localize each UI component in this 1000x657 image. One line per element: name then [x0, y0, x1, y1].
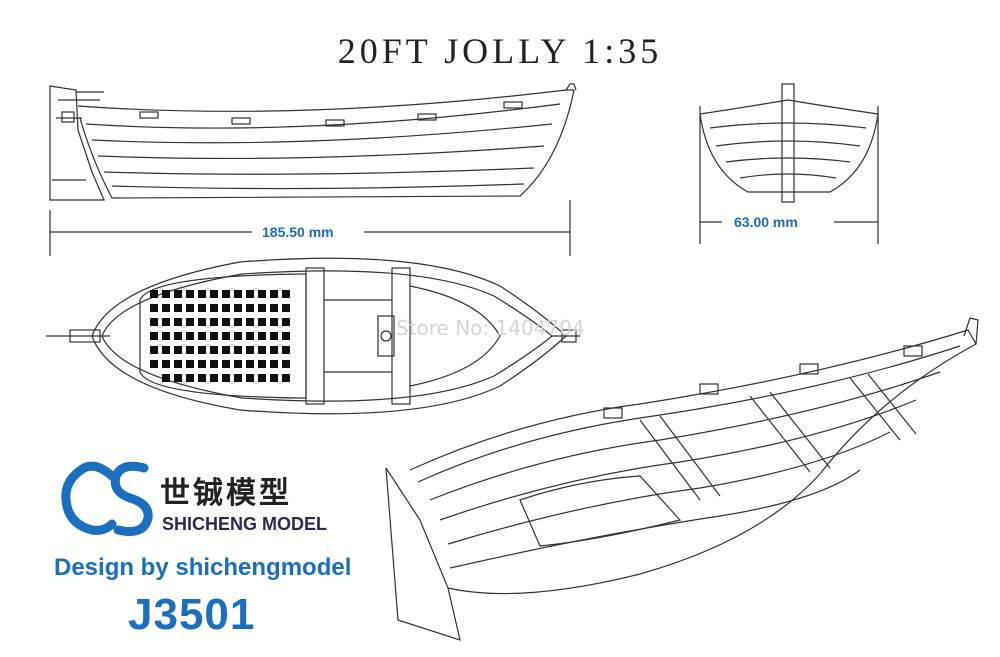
drawing-title: 20FT JOLLY 1:35 [337, 31, 663, 71]
plan-view [46, 257, 580, 415]
section-view [699, 83, 879, 244]
length-dimension: 185.50 mm [262, 224, 334, 240]
side-profile-view [49, 83, 577, 256]
design-credit: Design by shichengmodel [54, 554, 352, 581]
cs-logo [61, 461, 153, 536]
store-watermark: Store No: 1404704 [396, 316, 585, 340]
stern-grating [150, 290, 290, 382]
brand-name-chinese: 世铖模型 [160, 476, 292, 511]
perspective-view [385, 317, 979, 641]
beam-dimension: 63.00 mm [734, 214, 798, 230]
brand-name-english: SHICHENG MODEL [162, 514, 328, 534]
product-code: J3501 [128, 590, 256, 639]
